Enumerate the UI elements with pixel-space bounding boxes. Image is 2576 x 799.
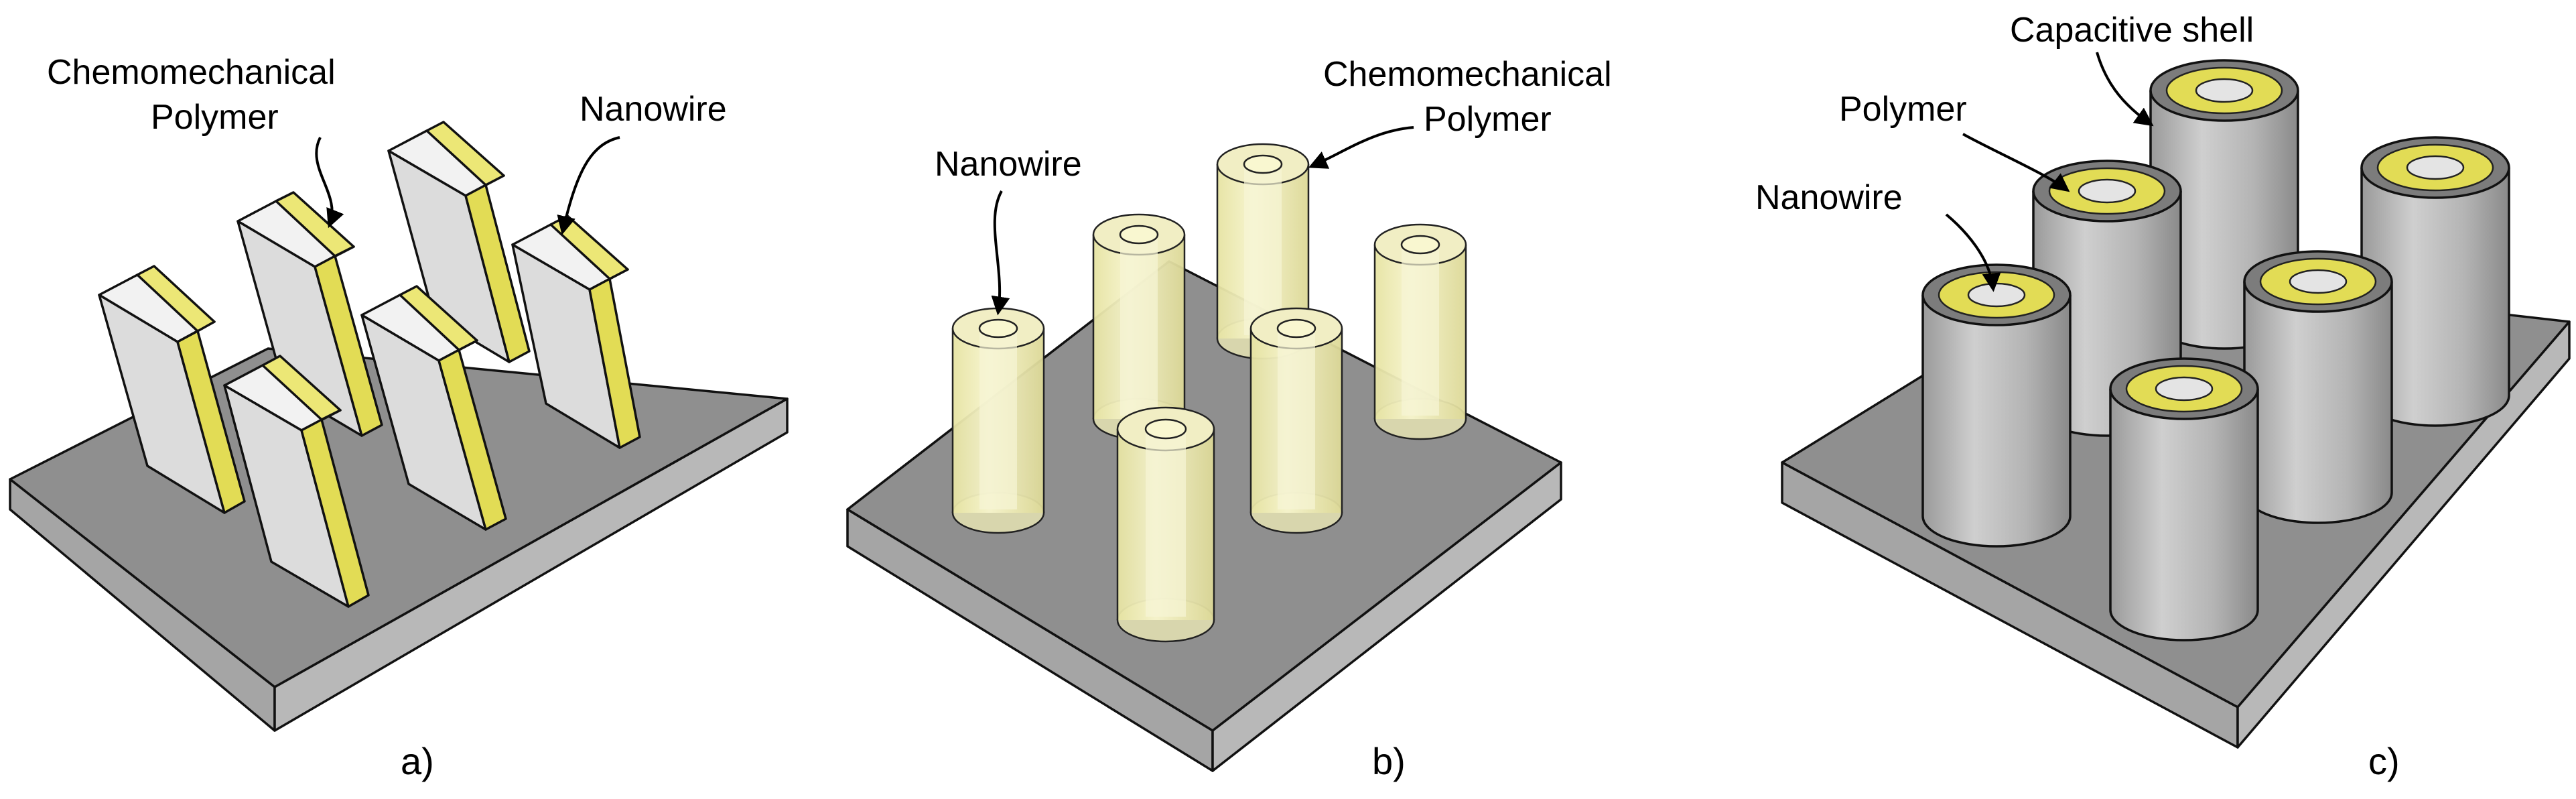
panel-c: Capacitive shell Polymer Nanowire c): [1755, 11, 2571, 782]
arrow-nanowire-c: [1945, 213, 2001, 292]
panel-a: Chemomechanical Polymer Nanowire a): [9, 53, 789, 782]
caption-c: c): [2368, 740, 2400, 782]
label-shell: Capacitive shell: [2010, 11, 2254, 50]
caption-a: a): [401, 740, 434, 782]
polymer-pillar: [1116, 406, 1215, 643]
polymer-pillar: [1249, 307, 1343, 534]
shell-cylinder: [1921, 263, 2072, 548]
arrow-polymer-c: [1962, 133, 2070, 192]
shell-cylinder: [2109, 357, 2259, 641]
shell-cylinder: [2243, 250, 2393, 524]
nanowire-slab: [387, 121, 531, 363]
label-nanowire-a: Nanowire: [580, 90, 727, 129]
panel-b: Nanowire Chemomechanical Polymer b): [846, 55, 1612, 782]
polymer-pillar: [1092, 213, 1186, 440]
polymer-pillar: [951, 307, 1045, 534]
nanowire-slab: [511, 214, 641, 449]
label-polymer-c: Polymer: [1839, 90, 1967, 129]
label-polymer-line1: Chemomechanical: [47, 53, 336, 92]
caption-b: b): [1372, 740, 1406, 782]
polymer-pillar: [1373, 223, 1467, 440]
nanowire-slab: [98, 265, 246, 514]
nanowire-slab: [360, 285, 507, 531]
arrow-polymer-a: [315, 137, 344, 229]
label-polymer-b-line1: Chemomechanical: [1323, 55, 1612, 94]
label-polymer-line2: Polymer: [151, 98, 279, 137]
label-nanowire-b: Nanowire: [935, 145, 1082, 184]
arrow-nanowire-b: [991, 190, 1010, 316]
arrow-polymer-b: [1308, 126, 1414, 169]
arrow-shell: [2096, 52, 2154, 127]
label-nanowire-c: Nanowire: [1755, 178, 1903, 217]
nanowire-slab: [236, 191, 383, 437]
polymer-pillar: [1216, 143, 1310, 360]
label-polymer-b-line2: Polymer: [1424, 100, 1552, 139]
arrow-nanowire-a: [557, 136, 620, 235]
nanowire-slab: [223, 355, 370, 608]
